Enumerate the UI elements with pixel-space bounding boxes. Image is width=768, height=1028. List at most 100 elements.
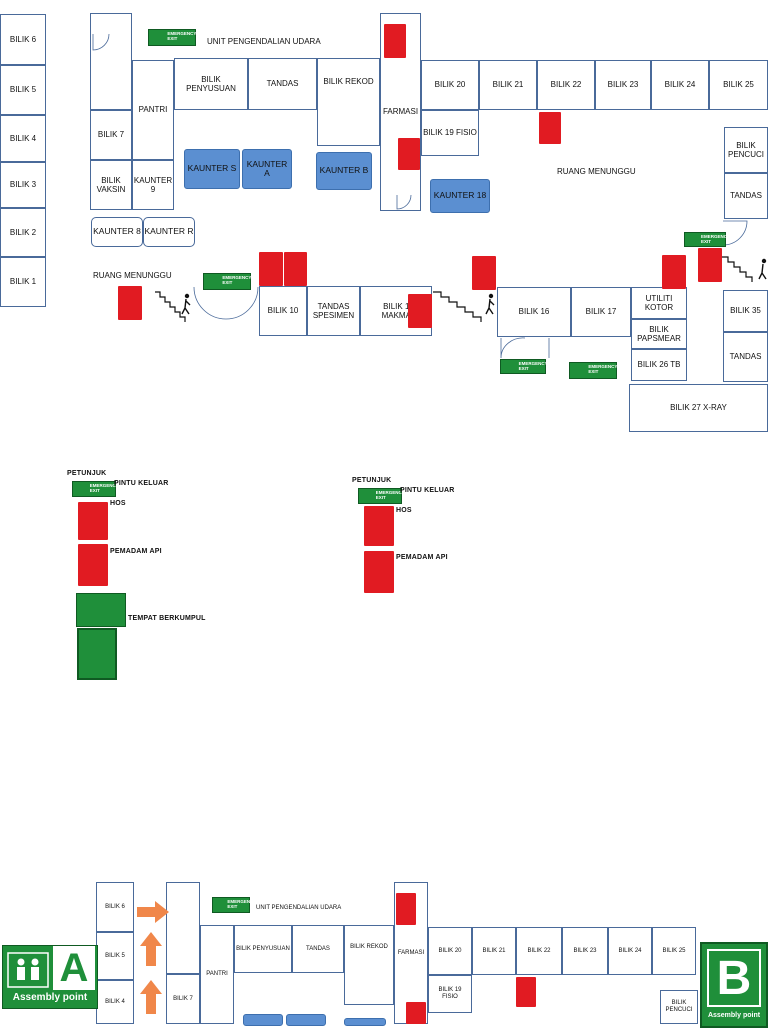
label-ruang-menunggu-left: RUANG MENUNGGU — [93, 271, 172, 280]
room-bilik-23: BILIK 23 — [595, 60, 651, 110]
assembly-letter-a: A — [53, 946, 95, 990]
room-bilik-24: BILIK 24 — [651, 60, 709, 110]
room-bilik-22: BILIK 22 — [537, 60, 595, 110]
room-kaunter-9: KAUNTER 9 — [132, 160, 174, 210]
room-bilik-26: BILIK 26 TB — [631, 349, 687, 381]
door-icon — [722, 220, 748, 246]
room-bilik-rekod: BILIK REKOD — [344, 925, 394, 1005]
counter-kaunter-s: KAUNTER S — [184, 149, 240, 189]
room-bilik-4: BILIK 4 — [96, 980, 134, 1024]
room-bilik-6: BILIK 6 — [96, 882, 134, 932]
room-corridor — [166, 882, 200, 974]
room-utiliti-kotor: UTILITI KOTOR — [631, 287, 687, 319]
room-bilik-25: BILIK 25 — [709, 60, 768, 110]
legend-pintu-keluar: PINTU KELUAR — [400, 487, 455, 494]
fire-extinguisher-icon — [78, 544, 108, 586]
room-bilik-1: BILIK 1 — [0, 257, 46, 307]
fire-extinguisher-icon — [406, 1002, 426, 1024]
room-bilik-papsmear: BILIK PAPSMEAR — [631, 319, 687, 349]
counter-kaunter-8: KAUNTER 8 — [91, 217, 143, 247]
label-ruang-menunggu-right: RUANG MENUNGGU — [557, 167, 636, 176]
fire-extinguisher-icon — [539, 112, 561, 144]
room-bilik-penyusunan: BILIK PENYUSUAN — [234, 925, 292, 973]
fire-hose-reel-icon — [78, 502, 108, 540]
room-bilik-24: BILIK 24 — [608, 927, 652, 975]
fire-extinguisher-icon — [662, 255, 686, 289]
fire-extinguisher-icon — [364, 551, 394, 593]
fire-extinguisher-icon — [384, 24, 406, 58]
room-bilik-7: BILIK 7 — [166, 974, 200, 1024]
assembly-point-label: Assembly point — [707, 1012, 761, 1019]
door-icon — [500, 337, 550, 359]
room-bilik-17: BILIK 17 — [571, 287, 631, 337]
room-bilik-27: BILIK 27 X-RAY — [629, 384, 768, 432]
room-bilik-pencuci: BILIK PENCUCI — [660, 990, 698, 1024]
door-icon — [396, 194, 412, 210]
room-bilik-5: BILIK 5 — [0, 65, 46, 115]
assembly-letter-b: B — [707, 949, 761, 1007]
assembly-point-label: Assembly point — [12, 992, 88, 1003]
room-tandas: TANDAS — [292, 925, 344, 973]
room-bilik-19: BILIK 19 FISIO — [428, 975, 472, 1013]
room-pantri: PANTRI — [200, 925, 234, 1024]
room-corridor-top-left — [90, 13, 132, 110]
stairs-icon — [155, 291, 191, 322]
counter-kaunter-a: KAUNTER A — [242, 149, 292, 189]
room-bilik-35: BILIK 35 — [723, 290, 768, 332]
room-bilik-6: BILIK 6 — [0, 14, 46, 65]
counter-kaunter — [344, 1018, 386, 1026]
fire-extinguisher-icon — [118, 286, 142, 320]
room-bilik-pencuci: BILIK PENCUCI — [724, 127, 768, 173]
legend-pintu-keluar: PINTU KELUAR — [114, 480, 169, 487]
fire-extinguisher-icon — [472, 256, 496, 290]
room-bilik-20: BILIK 20 — [428, 927, 472, 975]
fire-extinguisher-icon — [396, 893, 416, 925]
fire-extinguisher-icon — [284, 252, 307, 286]
legend-title: PETUNJUK — [67, 470, 107, 477]
fire-hose-reel-icon — [698, 248, 722, 282]
room-bilik-vaksin: BILIK VAKSIN — [90, 160, 132, 210]
room-bilik-23: BILIK 23 — [562, 927, 608, 975]
emergency-exit-sign: EMERGENCY EXIT — [358, 488, 405, 504]
assembly-point-b-sign: B Assembly point — [700, 942, 768, 1028]
assembly-point-b-icon — [77, 628, 117, 680]
room-bilik-21: BILIK 21 — [472, 927, 516, 975]
room-bilik-25: BILIK 25 — [652, 927, 696, 975]
stairs-icon — [433, 291, 495, 322]
assembly-point-a-icon — [76, 593, 126, 627]
counter-kaunter-18: KAUNTER 18 — [430, 179, 490, 213]
room-tandas-right: TANDAS — [724, 173, 768, 219]
arrow-up-icon — [140, 980, 162, 1014]
stairs-icon — [722, 256, 767, 282]
room-bilik-5: BILIK 5 — [96, 932, 134, 980]
legend-tempat-berkumpul: TEMPAT BERKUMPUL — [128, 615, 206, 622]
arrow-right-icon — [137, 901, 169, 923]
room-bilik-7: BILIK 7 — [90, 110, 132, 160]
label-unit-pengendalian: UNIT PENGENDALIAN UDARA — [256, 905, 342, 911]
room-bilik-16: BILIK 16 — [497, 287, 571, 337]
people-icon — [7, 952, 49, 988]
legend-hos: HOS — [110, 500, 126, 507]
fire-extinguisher-icon — [516, 977, 536, 1007]
room-tandas-top: TANDAS — [248, 58, 317, 110]
counter-kaunter — [243, 1014, 283, 1026]
label-unit-pengendalian: UNIT PENGENDALIAN UDARA — [207, 37, 321, 46]
emergency-exit-sign: EMERGENCY EXIT — [569, 362, 617, 379]
room-bilik-22: BILIK 22 — [516, 927, 562, 975]
emergency-exit-sign: EMERGENCY EXIT — [684, 232, 730, 247]
room-bilik-19: BILIK 19 FISIO — [421, 110, 479, 156]
legend-pemadam-api: PEMADAM API — [110, 548, 162, 555]
door-icon — [193, 286, 259, 320]
legend-title: PETUNJUK — [352, 477, 392, 484]
room-bilik-21: BILIK 21 — [479, 60, 537, 110]
room-bilik-2: BILIK 2 — [0, 208, 46, 257]
room-bilik-20: BILIK 20 — [421, 60, 479, 110]
legend-hos: HOS — [396, 507, 412, 514]
emergency-exit-sign: EMERGENCY EXIT — [72, 481, 119, 497]
counter-kaunter-b: KAUNTER B — [316, 152, 372, 190]
door-icon — [92, 33, 110, 51]
legend-pemadam-api: PEMADAM API — [396, 554, 448, 561]
fire-extinguisher-icon — [408, 294, 432, 328]
emergency-exit-sign: EMERGENCY EXIT — [148, 29, 196, 46]
fire-hose-reel-icon — [364, 506, 394, 546]
